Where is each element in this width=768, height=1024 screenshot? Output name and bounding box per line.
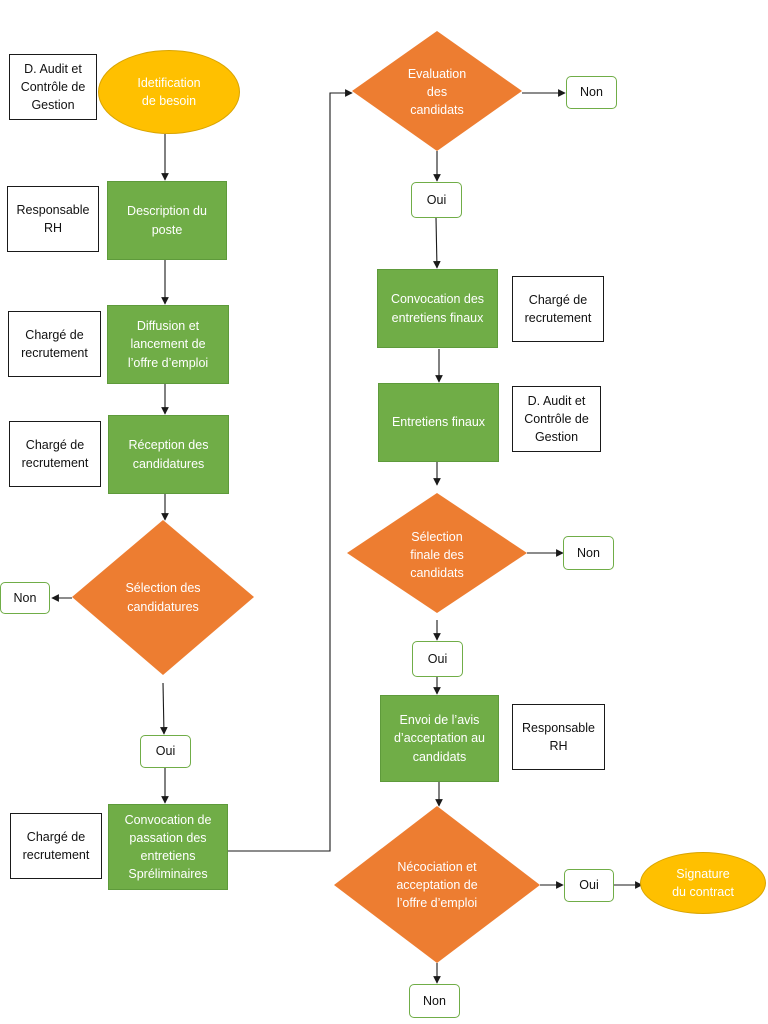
process-convocation-finaux: Convocation des entretiens finaux bbox=[377, 269, 498, 348]
role-box-responsable-rh-2: Responsable RH bbox=[512, 704, 605, 770]
role-box-audit-controle-2: D. Audit et Contrôle de Gestion bbox=[512, 386, 601, 452]
process-description-poste: Description du poste bbox=[107, 181, 227, 260]
role-box-audit-controle-1: D. Audit et Contrôle de Gestion bbox=[9, 54, 97, 120]
decision-diamond-evaluation-candidats bbox=[352, 31, 522, 151]
process-convocation-preliminaires: Convocation de passation des entretiens … bbox=[108, 804, 228, 890]
terminal-end: Signature du contract bbox=[640, 852, 766, 914]
connector-convocation-to-evaluation bbox=[228, 89, 353, 852]
answer-oui-3: Oui bbox=[412, 641, 463, 677]
process-reception-candidatures: Réception des candidatures bbox=[108, 415, 229, 494]
role-box-charge-recrutement-4: Chargé de recrutement bbox=[512, 276, 604, 342]
connector-selection-to-oui bbox=[160, 682, 168, 735]
answer-oui-1: Oui bbox=[140, 735, 191, 768]
role-box-responsable-rh-1: Responsable RH bbox=[7, 186, 99, 252]
decision-diamond-negociation bbox=[334, 806, 540, 963]
decision-diamond-selection-candidatures bbox=[72, 520, 254, 675]
answer-oui-2: Oui bbox=[411, 182, 462, 218]
process-entretiens-finaux: Entretiens finaux bbox=[378, 383, 499, 462]
answer-non-1: Non bbox=[0, 582, 50, 614]
terminal-start: Idetification de besoin bbox=[98, 50, 240, 134]
role-box-charge-recrutement-2: Chargé de recrutement bbox=[9, 421, 101, 487]
connector-oui-to-convocation-finaux bbox=[433, 217, 441, 269]
decision-label-selection-candidatures: Sélection des candidatures bbox=[125, 581, 201, 614]
decision-label-negociation: Nécociation et acceptation de l’offre d’… bbox=[396, 859, 478, 911]
decision-label-evaluation-candidats: Evaluation des candidats bbox=[407, 66, 467, 118]
process-diffusion-offre: Diffusion et lancement de l’offre d’empl… bbox=[107, 305, 229, 384]
decision-label-selection-finale: Sélection finale des candidats bbox=[410, 529, 464, 581]
answer-non-2: Non bbox=[566, 76, 617, 109]
answer-non-3: Non bbox=[563, 536, 614, 570]
answer-non-4: Non bbox=[409, 984, 460, 1018]
role-box-charge-recrutement-3: Chargé de recrutement bbox=[10, 813, 102, 879]
answer-oui-4: Oui bbox=[564, 869, 614, 902]
decision-diamond-selection-finale bbox=[347, 493, 527, 613]
process-envoi-avis: Envoi de l’avis d’acceptation au candida… bbox=[380, 695, 499, 782]
role-box-charge-recrutement-1: Chargé de recrutement bbox=[8, 311, 101, 377]
